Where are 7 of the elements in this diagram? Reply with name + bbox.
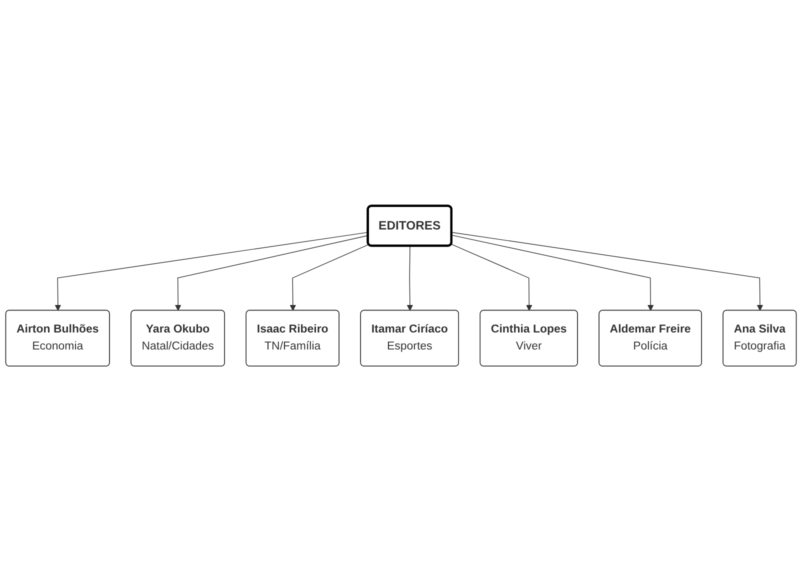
arrow [451, 234, 654, 311]
arrow [406, 246, 414, 311]
arrow [54, 232, 369, 311]
arrow [290, 244, 370, 311]
arrow [174, 235, 369, 311]
arrow [450, 244, 532, 311]
arrow [451, 232, 764, 311]
